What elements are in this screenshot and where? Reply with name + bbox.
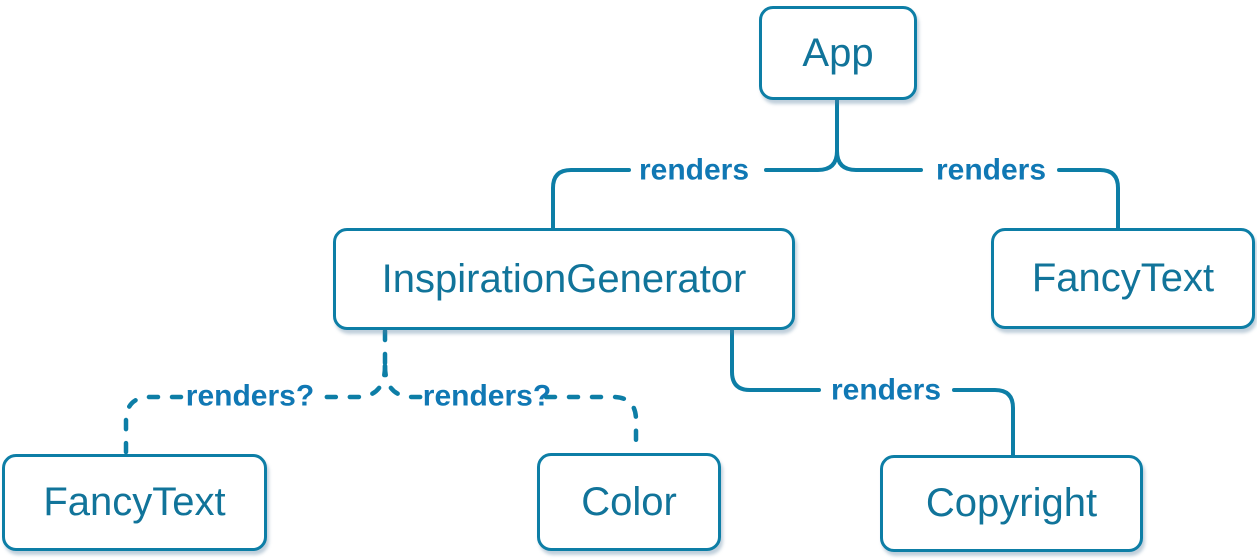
edge-label-renders-conditional-left: renders? — [186, 380, 314, 413]
edge-segment — [835, 149, 923, 172]
edge-segment — [123, 394, 184, 455]
edge-segment — [1057, 168, 1120, 230]
node-copyright: Copyright — [880, 455, 1143, 552]
edge-inspiration-generator-color — [382, 363, 639, 454]
node-copyright-label: Copyright — [925, 481, 1098, 525]
edge-segment — [543, 394, 639, 454]
node-color-label: Color — [581, 479, 677, 524]
node-inspiration-generator-label: InspirationGenerator — [381, 256, 747, 301]
node-fancy-text-bottom-label: FancyText — [43, 480, 226, 524]
edge-segment — [551, 168, 631, 230]
node-app-label: App — [802, 30, 874, 75]
edge-label-renders-copyright: renders — [831, 374, 941, 407]
edge-inspiration-generator-copyright — [730, 328, 1015, 457]
edge-label-renders-left: renders — [639, 154, 749, 187]
edge-segment — [952, 388, 1015, 457]
edge-segment — [764, 98, 839, 172]
node-color: Color — [537, 453, 721, 551]
edge-app-fancy-text — [835, 149, 1120, 230]
node-fancy-text-top: FancyText — [991, 228, 1255, 329]
edge-segment — [382, 363, 432, 400]
edge-segment — [730, 328, 821, 392]
node-app: App — [759, 6, 917, 100]
node-inspiration-generator: InspirationGenerator — [333, 228, 795, 330]
edge-label-renders-conditional-right: renders? — [423, 380, 551, 413]
node-fancy-text-bottom: FancyText — [2, 454, 267, 551]
edge-label-renders-right: renders — [936, 154, 1046, 187]
node-fancy-text-top-label: FancyText — [1031, 256, 1215, 300]
edge-segment — [317, 363, 388, 400]
